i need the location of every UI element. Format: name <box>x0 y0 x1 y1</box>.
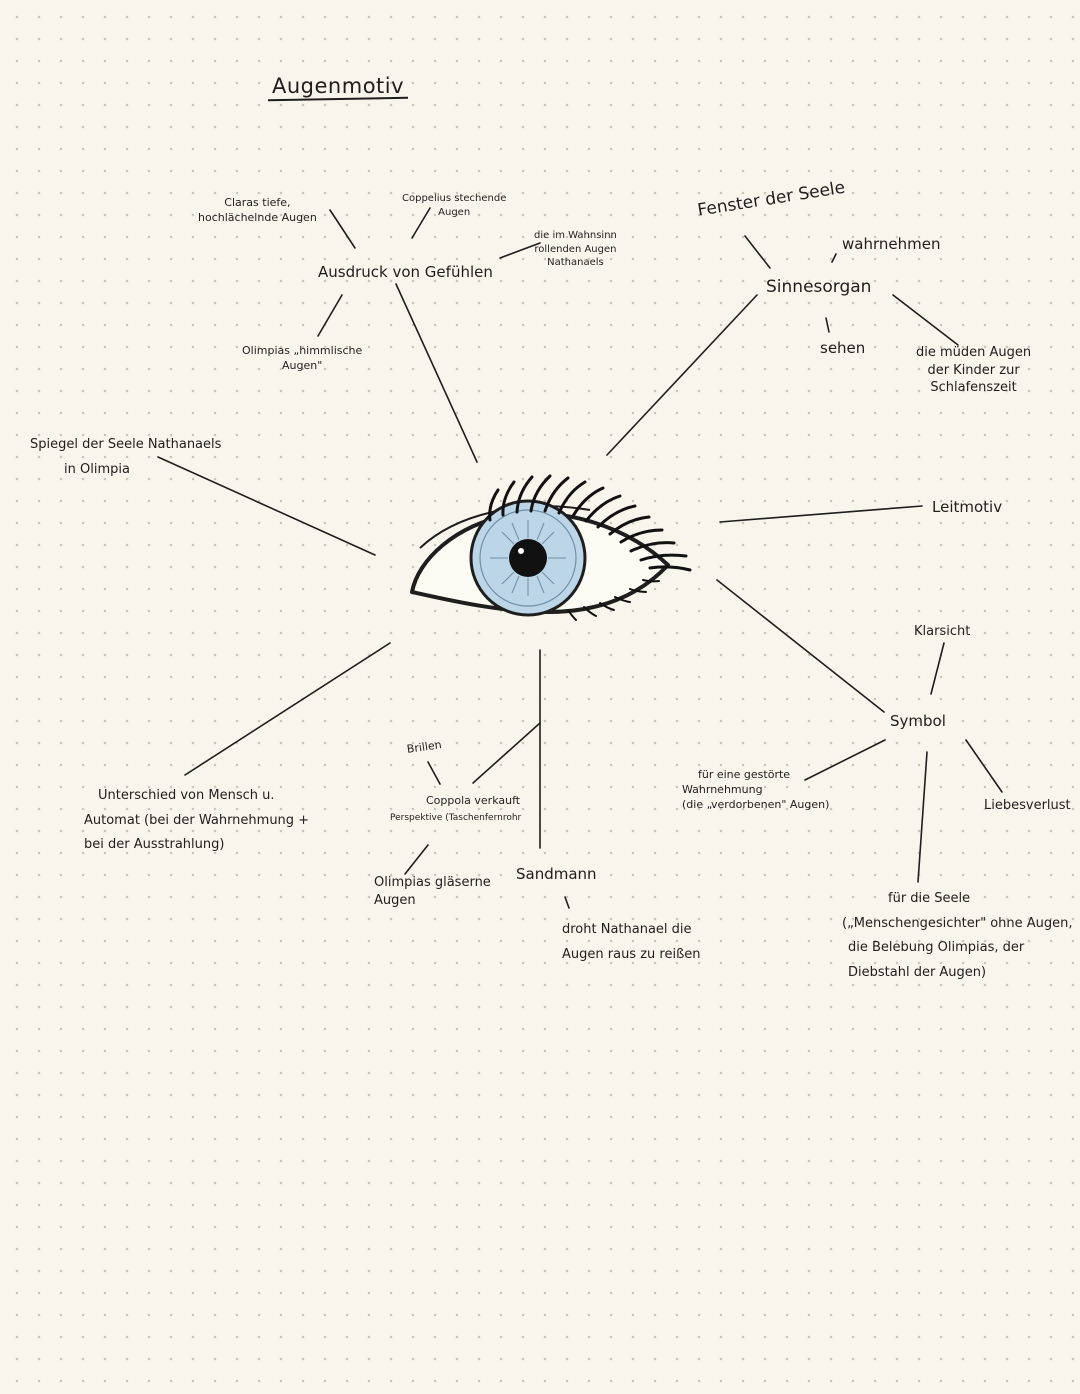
pupil <box>509 539 547 577</box>
node-sinnesorgan: Sinnesorgan <box>766 277 872 297</box>
node-gestoert: für eine gestörte Wahrnehmung (die „verd… <box>682 768 829 813</box>
node-coppelius: Coppelius stechende Augen <box>402 192 506 219</box>
connector-lines <box>157 207 1003 909</box>
line-eye-spiegel <box>157 456 376 556</box>
node-spiegel: Spiegel der Seele Nathanaels in Olimpia <box>30 432 221 483</box>
pupil-highlight <box>518 548 524 554</box>
node-muede-line-3: Schlafenszeit <box>930 380 1017 396</box>
node-wahrnehmen: wahrnehmen <box>842 235 941 253</box>
line-symbol-seele <box>917 751 928 883</box>
line-eye-symbol <box>716 579 885 713</box>
node-coppelius-line-1: Coppelius stechende <box>402 193 507 204</box>
node-muede: die müden Augen der Kinder zur Schlafens… <box>916 344 1031 397</box>
eye-icon <box>410 474 692 621</box>
node-coppola-line-2: Perspektive (Taschenfernrohr <box>390 812 522 823</box>
node-unterschied: Unterschied von Mensch u. Automat (bei d… <box>84 784 309 858</box>
line-ausdruck-coppelius <box>411 207 431 239</box>
node-olimpias-himmlisch-line-1: Olimpias „himmlische <box>242 344 363 357</box>
line-eye-sinnesorgan <box>606 294 758 456</box>
node-coppelius-line-2: Augen <box>438 206 471 218</box>
node-seele-line-1: für die Seele <box>888 891 971 906</box>
line-symbol-klarsicht <box>930 642 945 695</box>
line-ausdruck-wahnsinn <box>499 242 541 259</box>
iris-fibers <box>490 520 566 596</box>
node-claras-line-2: hochlächelnde Augen <box>198 210 317 224</box>
diagram-title: Augenmotiv <box>272 74 405 98</box>
node-gestoert-line-3: (die „verdorbenen" Augen) <box>682 797 830 811</box>
node-spiegel-line-1: Spiegel der Seele Nathanaels <box>30 437 222 452</box>
node-liebesverlust: Liebesverlust <box>984 798 1071 813</box>
node-seele-line-2: („Menschengesichter" ohne Augen, <box>842 915 1073 931</box>
line-symbol-liebesverlust <box>965 739 1003 793</box>
node-muede-line-2: der Kinder zur <box>927 362 1020 378</box>
node-seele-line-3: die Belebung Olimpias, der <box>848 940 1025 956</box>
line-symbol-gestoert <box>804 739 886 781</box>
node-spiegel-line-2: in Olimpia <box>64 462 130 478</box>
line-eye-leitmotiv <box>719 505 923 523</box>
node-coppola-line-1: Coppola verkauft <box>426 794 521 807</box>
line-coppola-brillen <box>427 761 441 785</box>
line-eye-ausdruck <box>395 283 478 463</box>
node-wahnsinn-line-1: die im Wahnsinn <box>534 230 617 241</box>
node-claras: Claras tiefe, hochlächelnde Augen <box>198 196 317 226</box>
line-sandmann-coppola <box>472 722 541 784</box>
node-ausdruck: Ausdruck von Gefühlen <box>318 263 493 281</box>
node-wahnsinn-line-3: Nathanaels <box>547 257 604 268</box>
node-droht-line-1: droht Nathanael die <box>562 922 692 937</box>
node-olimpias-himmlisch: Olimpias „himmlische Augen" <box>242 344 362 374</box>
node-coppola: Coppola verkauft Perspektive (Taschenfer… <box>390 792 521 826</box>
node-muede-line-1: die müden Augen <box>916 345 1032 360</box>
node-unterschied-line-1: Unterschied von Mensch u. <box>98 788 275 803</box>
node-olimpias-glaesern-line-1: Olimpias gläserne <box>374 875 491 890</box>
node-klarsicht: Klarsicht <box>914 624 971 639</box>
node-sandmann: Sandmann <box>516 865 597 883</box>
node-claras-line-1: Claras tiefe, <box>224 196 291 209</box>
lower-eyelashes <box>567 579 660 621</box>
line-sinnesorgan-sehen <box>825 317 830 333</box>
node-wahnsinn-line-2: rollenden Augen <box>534 243 617 255</box>
node-seele: für die Seele („Menschengesichter" ohne … <box>842 887 1073 986</box>
node-olimpias-glaesern-line-2: Augen <box>374 892 416 908</box>
node-droht: droht Nathanael die Augen raus zu reißen <box>562 918 701 967</box>
line-sinnesorgan-fenster <box>744 235 771 269</box>
node-unterschied-line-2: Automat (bei der Wahrnehmung + <box>84 812 310 828</box>
node-droht-line-2: Augen raus zu reißen <box>562 946 701 962</box>
node-symbol: Symbol <box>890 712 946 730</box>
line-sandmann-droht <box>564 896 570 909</box>
line-sinnesorgan-muede <box>892 294 959 346</box>
iris-edge <box>479 509 577 607</box>
node-wahnsinn: die im Wahnsinn rollenden Augen Nathanae… <box>534 229 617 270</box>
node-gestoert-line-1: für eine gestörte <box>698 768 791 781</box>
node-unterschied-line-3: bei der Ausstrahlung) <box>84 837 225 853</box>
line-ausdruck-olimpias <box>317 294 343 337</box>
node-gestoert-line-2: Wahrnehmung <box>682 782 763 796</box>
node-seele-line-4: Diebstahl der Augen) <box>848 965 987 981</box>
line-eye-unterschied <box>184 642 391 776</box>
line-ausdruck-claras <box>329 209 356 249</box>
upper-eyelashes <box>488 474 692 572</box>
node-olimpias-himmlisch-line-2: Augen" <box>282 358 323 372</box>
line-coppola-olimpias <box>404 844 429 875</box>
line-sinnesorgan-wahrnehmen <box>831 253 837 263</box>
node-olimpias-glaesern: Olimpias gläserne Augen <box>374 874 491 909</box>
node-sehen: sehen <box>820 339 866 357</box>
node-leitmotiv: Leitmotiv <box>932 498 1003 516</box>
